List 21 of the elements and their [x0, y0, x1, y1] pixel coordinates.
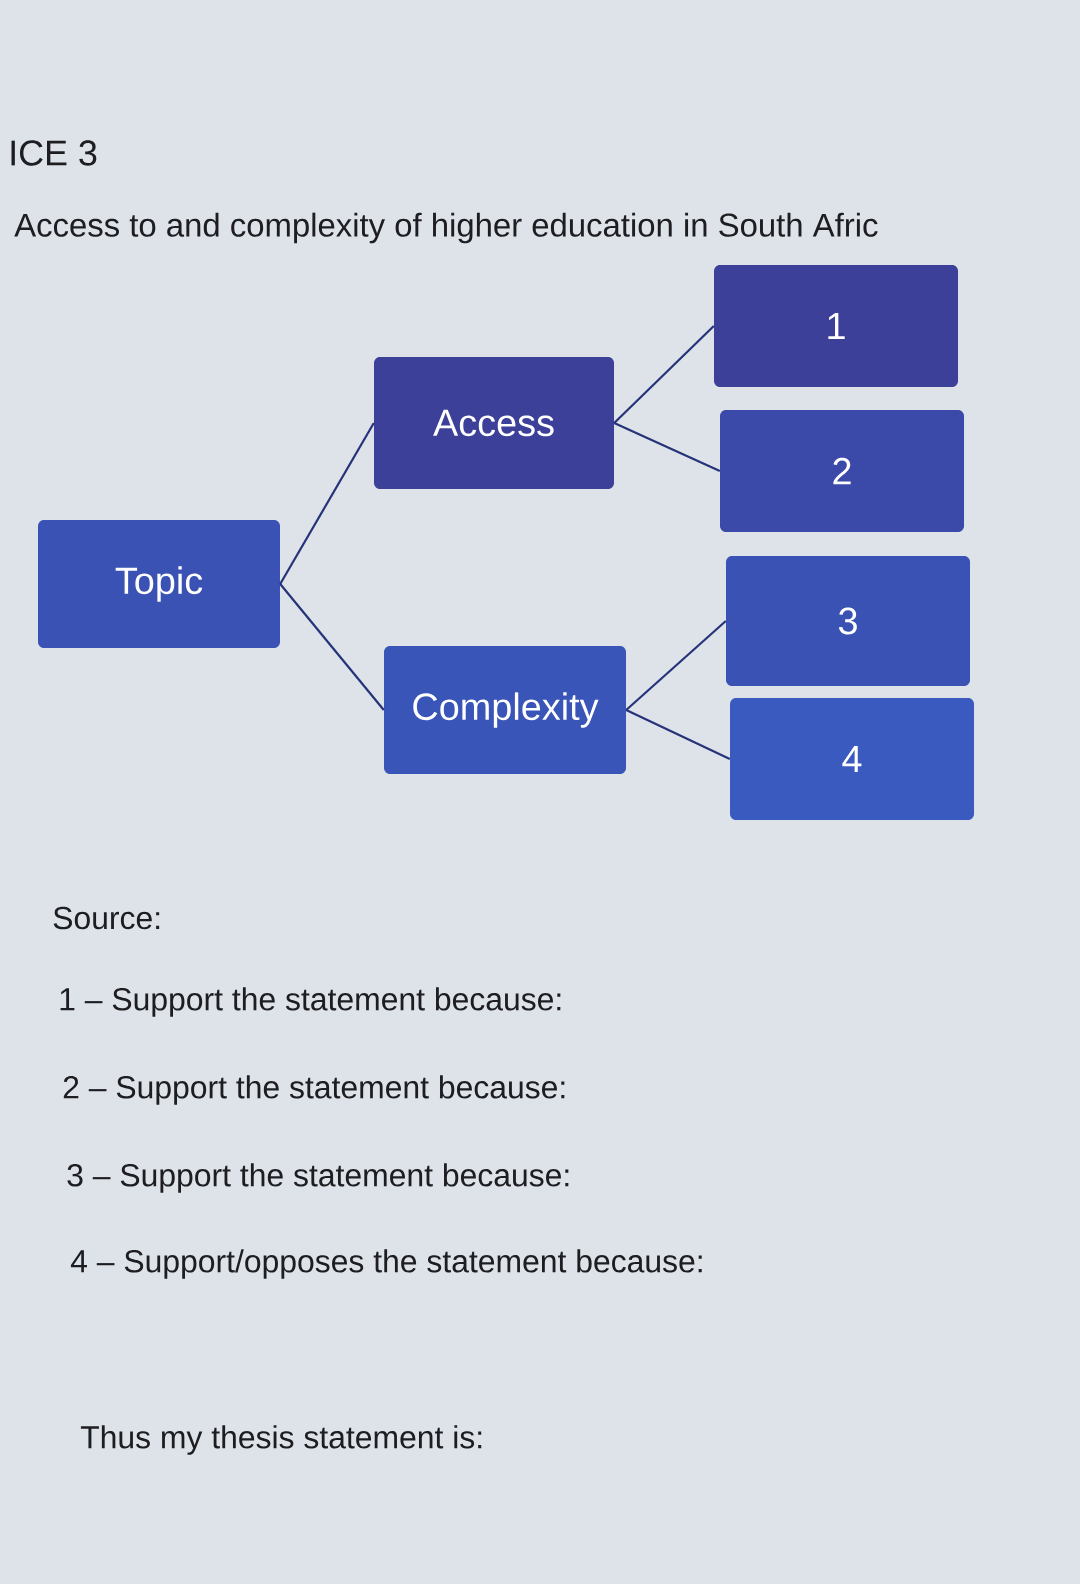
- title: ICE 3: [11, 140, 97, 166]
- connector-line: [279, 583, 385, 711]
- connector-line: [625, 709, 731, 760]
- statement-line: 4 – Support/opposes the statement because:: [70, 1249, 702, 1279]
- number-box: 1: [714, 265, 958, 387]
- heading: Access to and complexity of higher education in South Afric: [14, 212, 878, 244]
- category-box: Access: [374, 357, 614, 489]
- connector-line: [279, 422, 375, 585]
- thesis-line: Thus my thesis statement is:: [80, 1425, 482, 1455]
- source-line: Source:: [53, 906, 160, 930]
- connector-line: [613, 422, 721, 472]
- statement-line: 2 – Support the statement because:: [63, 1075, 565, 1105]
- statement-line: 1 – Support the statement because:: [60, 987, 561, 1017]
- connector-line: [613, 325, 715, 424]
- topic-box: Topic: [38, 520, 280, 648]
- statement-line: 3 – Support the statement because:: [67, 1163, 569, 1193]
- number-box: 4: [730, 698, 974, 820]
- number-box: 3: [726, 556, 970, 686]
- connector-line: [625, 620, 727, 711]
- category-box: Complexity: [384, 646, 626, 774]
- number-box: 2: [720, 410, 964, 532]
